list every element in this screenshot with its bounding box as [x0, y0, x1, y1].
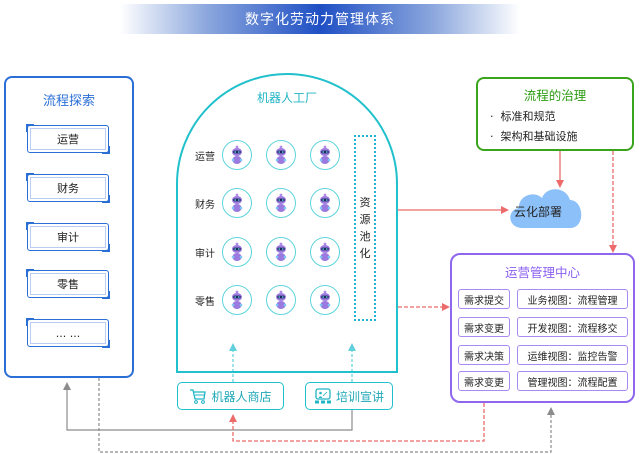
cloud-deploy-label: 云化部署	[513, 205, 562, 219]
ops-center-panel	[450, 253, 635, 403]
request-item[interactable]: 需求提交	[458, 289, 510, 309]
request-label: 需求变更	[464, 377, 504, 389]
process-item-audit[interactable]: 审计	[26, 222, 110, 252]
process-item-label: 运营	[57, 133, 79, 146]
robot-slot[interactable]	[266, 285, 296, 315]
request-item[interactable]: 需求决策	[458, 345, 510, 365]
resource-pool-char: 源	[359, 213, 371, 226]
process-item-finance[interactable]: 财务	[26, 173, 110, 203]
robot-slot[interactable]	[266, 140, 296, 170]
robot-icon	[275, 145, 287, 164]
training-label: 培训宣讲	[335, 389, 384, 404]
robot-icon	[275, 193, 287, 212]
bullet: ·	[490, 130, 494, 143]
training-button[interactable]: 培训宣讲	[305, 382, 393, 410]
shopping-cart-icon	[190, 389, 207, 404]
robot-factory-title: 机器人工厂	[256, 91, 317, 105]
process-item-more[interactable]: ... ...	[26, 318, 110, 348]
robot-slot[interactable]	[310, 285, 340, 315]
robot-icon	[231, 193, 243, 212]
robot-icon	[319, 242, 331, 261]
ops-center-title: 运营管理中心	[504, 265, 580, 280]
view-label: 业务视图：流程管理	[527, 295, 618, 307]
governance-item-label: 架构和基础设施	[500, 130, 578, 143]
request-label: 需求提交	[464, 295, 504, 307]
robot-store-label: 机器人商店	[211, 389, 272, 404]
view-item[interactable]: 运维视图：监控告警	[517, 345, 628, 365]
diagram-title: 数字化劳动力管理体系	[120, 4, 520, 34]
arrow-explore-to-ops	[98, 378, 555, 453]
robot-icon	[319, 193, 331, 212]
request-label: 需求决策	[464, 351, 504, 363]
robot-icon	[319, 145, 331, 164]
view-label: 运维视图：监控告警	[527, 351, 618, 363]
resource-pool-box: 资 源 池 化	[354, 135, 376, 321]
resource-pool-char: 池	[359, 230, 371, 243]
view-item[interactable]: 业务视图：流程管理	[517, 289, 628, 309]
arrow-training-to-explore	[63, 382, 353, 431]
robot-icon	[275, 242, 287, 261]
robot-slot[interactable]	[222, 140, 252, 170]
robot-icon	[319, 290, 331, 309]
governance-item: · 架构和基础设施	[490, 128, 578, 144]
robot-store-button[interactable]: 机器人商店	[177, 382, 284, 410]
robot-icon	[231, 290, 243, 309]
resource-pool-char: 化	[359, 247, 371, 260]
robot-slot[interactable]	[310, 237, 340, 267]
robot-slot[interactable]	[266, 188, 296, 218]
process-explore-panel	[4, 76, 134, 378]
robot-slot[interactable]	[310, 140, 340, 170]
view-item[interactable]: 管理视图：流程配置	[517, 371, 628, 391]
process-item-ops[interactable]: 运营	[26, 124, 110, 154]
governance-panel	[476, 77, 634, 151]
robot-slot[interactable]	[222, 188, 252, 218]
arrow-ops-to-store	[229, 403, 485, 442]
factory-row-label: 财务	[195, 200, 215, 211]
factory-row-label: 零售	[195, 297, 215, 308]
view-label: 管理视图：流程配置	[527, 377, 618, 389]
cloud-shape	[510, 189, 582, 228]
robot-icon	[231, 242, 243, 261]
governance-item: · 标准和规范	[490, 108, 556, 124]
resource-pool-char: 资	[359, 196, 371, 209]
factory-row-label: 运营	[195, 152, 215, 163]
presentation-icon	[314, 388, 331, 404]
request-item[interactable]: 需求变更	[458, 317, 510, 337]
robot-slot[interactable]	[266, 237, 296, 267]
process-item-label: 零售	[57, 278, 79, 291]
process-item-label: ... ...	[55, 326, 81, 340]
process-item-label: 财务	[57, 182, 79, 195]
robot-icon	[275, 290, 287, 309]
robot-slot[interactable]	[310, 188, 340, 218]
bullet: ·	[490, 110, 494, 123]
robot-slot[interactable]	[222, 285, 252, 315]
request-label: 需求变更	[464, 323, 504, 335]
process-explore-title: 流程探索	[42, 94, 95, 109]
process-item-label: 审计	[57, 231, 79, 244]
governance-title: 流程的治理	[523, 88, 587, 103]
governance-item-label: 标准和规范	[500, 110, 556, 123]
view-item[interactable]: 开发视图：流程移交	[517, 317, 628, 337]
view-label: 开发视图：流程移交	[527, 323, 618, 335]
robot-slot[interactable]	[222, 237, 252, 267]
robot-factory-panel	[176, 73, 398, 373]
factory-row-label: 审计	[195, 249, 215, 260]
request-item[interactable]: 需求变更	[458, 371, 510, 391]
robot-icon	[231, 145, 243, 164]
process-item-retail[interactable]: 零售	[26, 269, 110, 299]
